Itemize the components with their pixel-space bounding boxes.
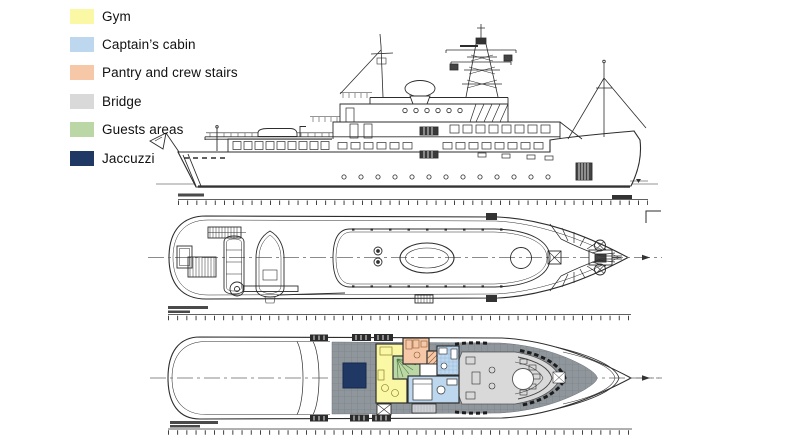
pantry-color-swatch xyxy=(70,65,94,81)
hull-profile xyxy=(177,130,642,188)
upper-deck-stairs xyxy=(187,226,246,278)
deck-item-striped xyxy=(414,294,434,304)
legend-item-pantry-crew-stairs: Pantry and crew stairs xyxy=(70,59,238,87)
profile-scale-ruler xyxy=(178,193,648,206)
stern-flag xyxy=(149,132,180,153)
legend-item-captains-cabin: Captain’s cabin xyxy=(70,30,238,58)
main-deck-scale-ruler xyxy=(168,421,632,435)
legend-item-guests-areas: Guests areas xyxy=(70,116,238,144)
cabin-furniture xyxy=(412,378,458,401)
legend-label-jaccuzzi: Jaccuzzi xyxy=(102,150,155,166)
legend-item-bridge: Bridge xyxy=(70,87,238,115)
legend-label-gym: Gym xyxy=(102,8,131,24)
upper-deckhouse xyxy=(332,228,551,288)
lattice-mast xyxy=(445,24,517,98)
upper-deck-plan xyxy=(148,210,662,321)
porthole-row xyxy=(341,174,551,180)
legend-label-pantry: Pantry and crew stairs xyxy=(102,65,238,81)
jaccuzzi-color-swatch xyxy=(70,150,94,166)
jacuzzi xyxy=(342,362,367,389)
gym-furniture xyxy=(377,346,399,397)
aft-deckhouse xyxy=(227,138,332,152)
radar-dome xyxy=(404,80,436,105)
legend-label-guests: Guests areas xyxy=(102,122,184,138)
main-deck-windows xyxy=(337,142,544,150)
deck-circle-hatch xyxy=(510,247,532,269)
boat-deck-house xyxy=(332,121,583,140)
bow-ribs xyxy=(549,223,622,292)
captains-cabin-color-swatch xyxy=(70,37,94,53)
gym-color-swatch xyxy=(70,8,94,24)
legend-label-bridge: Bridge xyxy=(102,93,142,109)
vent-grille xyxy=(419,150,439,159)
tender-boat-large xyxy=(255,230,346,304)
foredeck-circle-hatch xyxy=(512,368,534,390)
legend-item-jaccuzzi: Jaccuzzi xyxy=(70,144,238,172)
legend-item-gym: Gym xyxy=(70,2,238,30)
deck-mat xyxy=(411,403,437,414)
bow-vent-grille xyxy=(575,162,593,181)
aft-stair-hatch xyxy=(376,403,392,416)
guests-color-swatch xyxy=(70,122,94,138)
side-profile-view xyxy=(149,24,658,206)
bow-mast xyxy=(567,59,647,140)
bathroom-fixtures xyxy=(438,347,458,370)
bridge-color-swatch xyxy=(70,93,94,109)
main-deck-plan xyxy=(150,334,662,435)
legend-label-captains-cabin: Captain’s cabin xyxy=(102,37,196,53)
fore-mast xyxy=(339,33,394,98)
tender-silhouette xyxy=(257,128,298,137)
upper-deck-scale-ruler xyxy=(168,306,631,321)
pantry-room xyxy=(402,337,430,365)
winch-pair xyxy=(373,246,383,267)
deck-crane xyxy=(229,281,299,297)
legend: Gym Captain’s cabin Pantry and crew stai… xyxy=(70,2,238,172)
skylight-oval xyxy=(399,242,455,274)
pantry-furniture xyxy=(405,339,428,359)
